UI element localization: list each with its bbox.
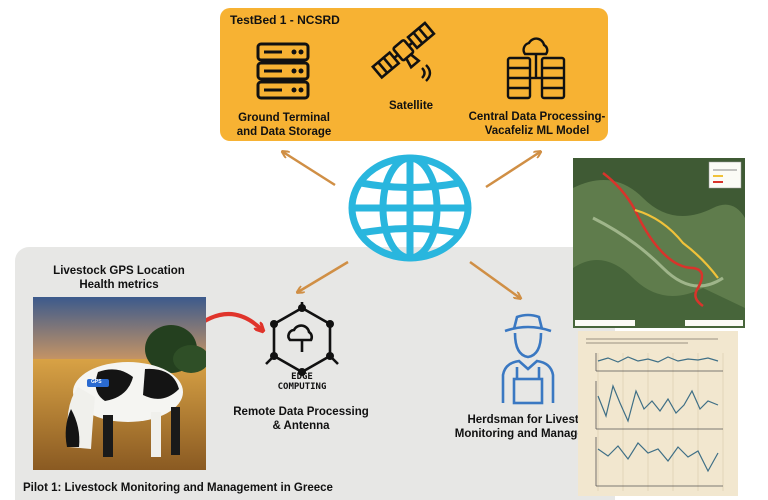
arrow-to-terminal (283, 152, 336, 187)
server-icon (252, 40, 314, 100)
central-processing-label: Central Data Processing- Vacafeliz ML Mo… (468, 111, 606, 137)
route-map-thumbnail (573, 158, 745, 328)
data-center-icon (503, 36, 569, 102)
herdsman-icon (497, 313, 559, 405)
collar-tag: GPS (91, 379, 102, 385)
satellite-icon (368, 16, 440, 86)
gps-health-label: Livestock GPS Location Health metrics (53, 265, 185, 291)
satellite-label: Satellite (388, 100, 434, 112)
health-chart-thumbnail (578, 331, 738, 496)
globe-icon (343, 152, 477, 264)
arrow-to-edge (298, 260, 349, 292)
testbed-title: TestBed 1 - NCSRD (230, 13, 340, 27)
herdsman-label: Herdsman for Livestock Monitoring and Ma… (454, 414, 612, 440)
cow-photo: GPS (33, 297, 206, 470)
arrow-to-central (485, 152, 540, 189)
arrow-to-herdsman (469, 260, 520, 298)
edge-computing-icon (262, 302, 342, 394)
testbed-panel (220, 8, 608, 141)
ground-terminal-label: Ground Terminal and Data Storage (236, 112, 332, 138)
pilot-caption: Pilot 1: Livestock Monitoring and Manage… (23, 482, 333, 494)
remote-processing-label: Remote Data Processing & Antenna (233, 406, 369, 432)
edge-computing-text: EDGE COMPUTING (277, 372, 327, 392)
